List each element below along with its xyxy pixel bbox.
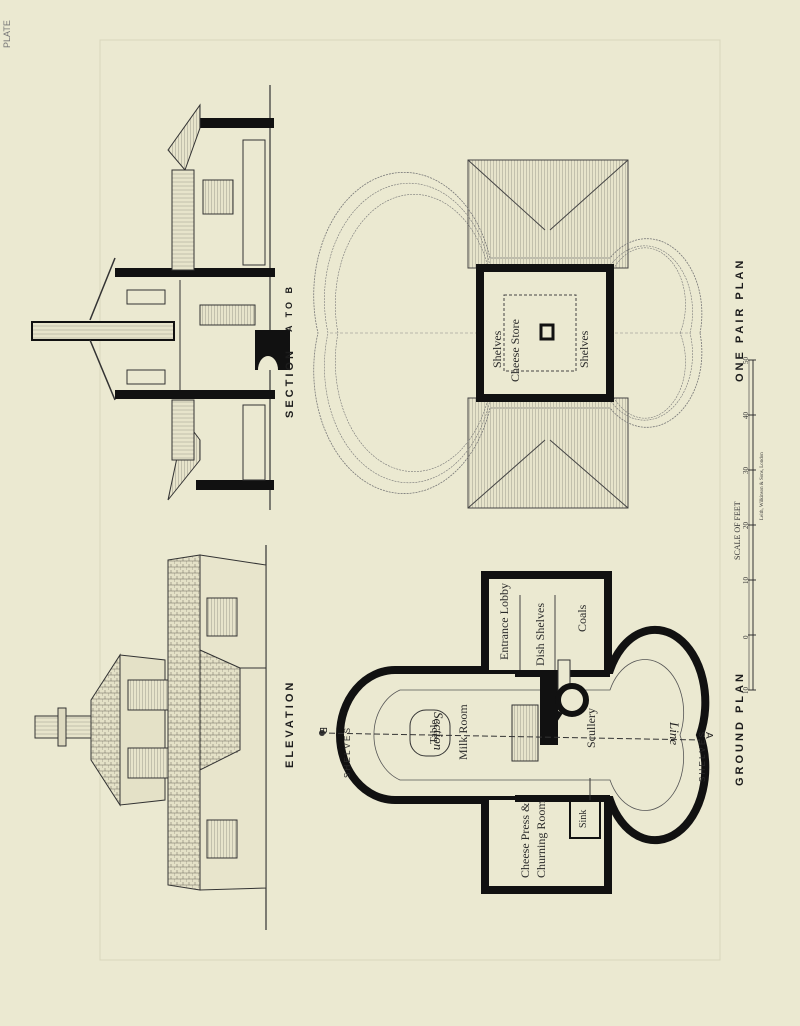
pair-shelves-top-label: Shelves bbox=[490, 330, 504, 368]
printer-credit: Leith, Wilkinson & Sons, London bbox=[760, 452, 765, 520]
sink-label: Sink bbox=[578, 809, 589, 828]
mark-b-label: B bbox=[317, 727, 328, 734]
plate-corner-mark: PLATE bbox=[2, 20, 12, 48]
shelves-right-label: S H E L V E S bbox=[698, 732, 707, 782]
dish-shelves-label: Dish Shelves bbox=[533, 603, 547, 666]
entrance-lobby-label: Entrance Lobby bbox=[497, 583, 511, 660]
mark-a-label: A bbox=[703, 732, 714, 739]
one-pair-plan-drawing bbox=[313, 159, 703, 509]
shelves-left-label: S H E L V E S bbox=[343, 728, 352, 778]
scale-label: SCALE OF FEET bbox=[733, 501, 742, 560]
coals-label: Coals bbox=[575, 604, 589, 632]
section-ref-title: A TO B bbox=[284, 283, 294, 332]
plate-border bbox=[99, 39, 721, 961]
scale-tick-2: 10 bbox=[742, 577, 750, 584]
scale-tick-1: 0 bbox=[742, 635, 750, 640]
scale-tick-4: 30 bbox=[742, 467, 750, 474]
elevation-drawing bbox=[34, 545, 267, 930]
scale-tick-3: 20 bbox=[742, 522, 750, 529]
section-word-label: Section bbox=[431, 712, 446, 751]
pair-shelves-bottom-label: Shelves bbox=[577, 330, 591, 368]
cheese-press-label: Cheese Press & bbox=[518, 802, 532, 878]
elevation-title: ELEVATION bbox=[284, 679, 296, 768]
section-drawing bbox=[31, 85, 290, 510]
cheese-store-label: Cheese Store bbox=[508, 319, 522, 382]
section-title: SECTION bbox=[284, 348, 296, 418]
scale-bar bbox=[748, 359, 756, 691]
line-word-label: Line bbox=[667, 722, 682, 746]
ground-plan-drawing bbox=[319, 571, 710, 894]
milk-room-label: Milk Room bbox=[456, 704, 470, 760]
scale-tick-6: 50 bbox=[742, 357, 750, 364]
scale-tick-0: 10 bbox=[742, 687, 750, 694]
scale-tick-5: 40 bbox=[742, 412, 750, 419]
scullery-label: Scullery bbox=[584, 708, 598, 748]
churning-room-label: Churning Room bbox=[534, 800, 548, 878]
